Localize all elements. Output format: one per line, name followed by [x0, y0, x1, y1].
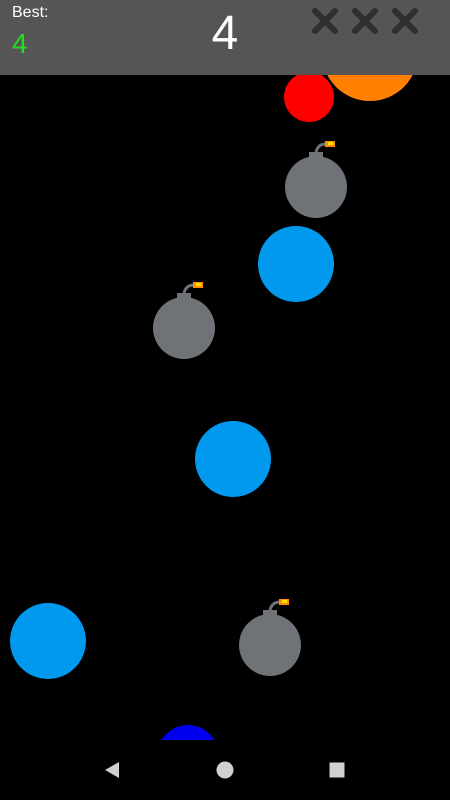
life-marker-icon-1: [312, 8, 338, 34]
recents-icon[interactable]: [322, 755, 352, 785]
life-marker-icon-3: [392, 8, 418, 34]
bomb-icon-3[interactable]: [234, 598, 314, 688]
life-marker-icon-2: [352, 8, 378, 34]
home-icon[interactable]: [210, 755, 240, 785]
score-header: Best: 4 4: [0, 0, 450, 75]
current-score: 4: [211, 7, 239, 60]
best-label: Best:: [12, 4, 49, 21]
blue-ball-1[interactable]: [258, 226, 334, 302]
red-ball[interactable]: [284, 75, 334, 122]
game-field[interactable]: [0, 75, 450, 740]
player-paddle[interactable]: [157, 725, 219, 740]
bomb-icon-1[interactable]: [280, 140, 360, 230]
back-icon[interactable]: [97, 755, 127, 785]
lives-indicator: [308, 4, 438, 38]
best-score-value: 4: [12, 28, 28, 59]
blue-ball-3[interactable]: [10, 603, 86, 679]
blue-ball-2[interactable]: [195, 421, 271, 497]
bomb-icon-2[interactable]: [148, 281, 228, 371]
system-navigation-bar: [0, 740, 450, 800]
orange-ball[interactable]: [322, 75, 418, 101]
